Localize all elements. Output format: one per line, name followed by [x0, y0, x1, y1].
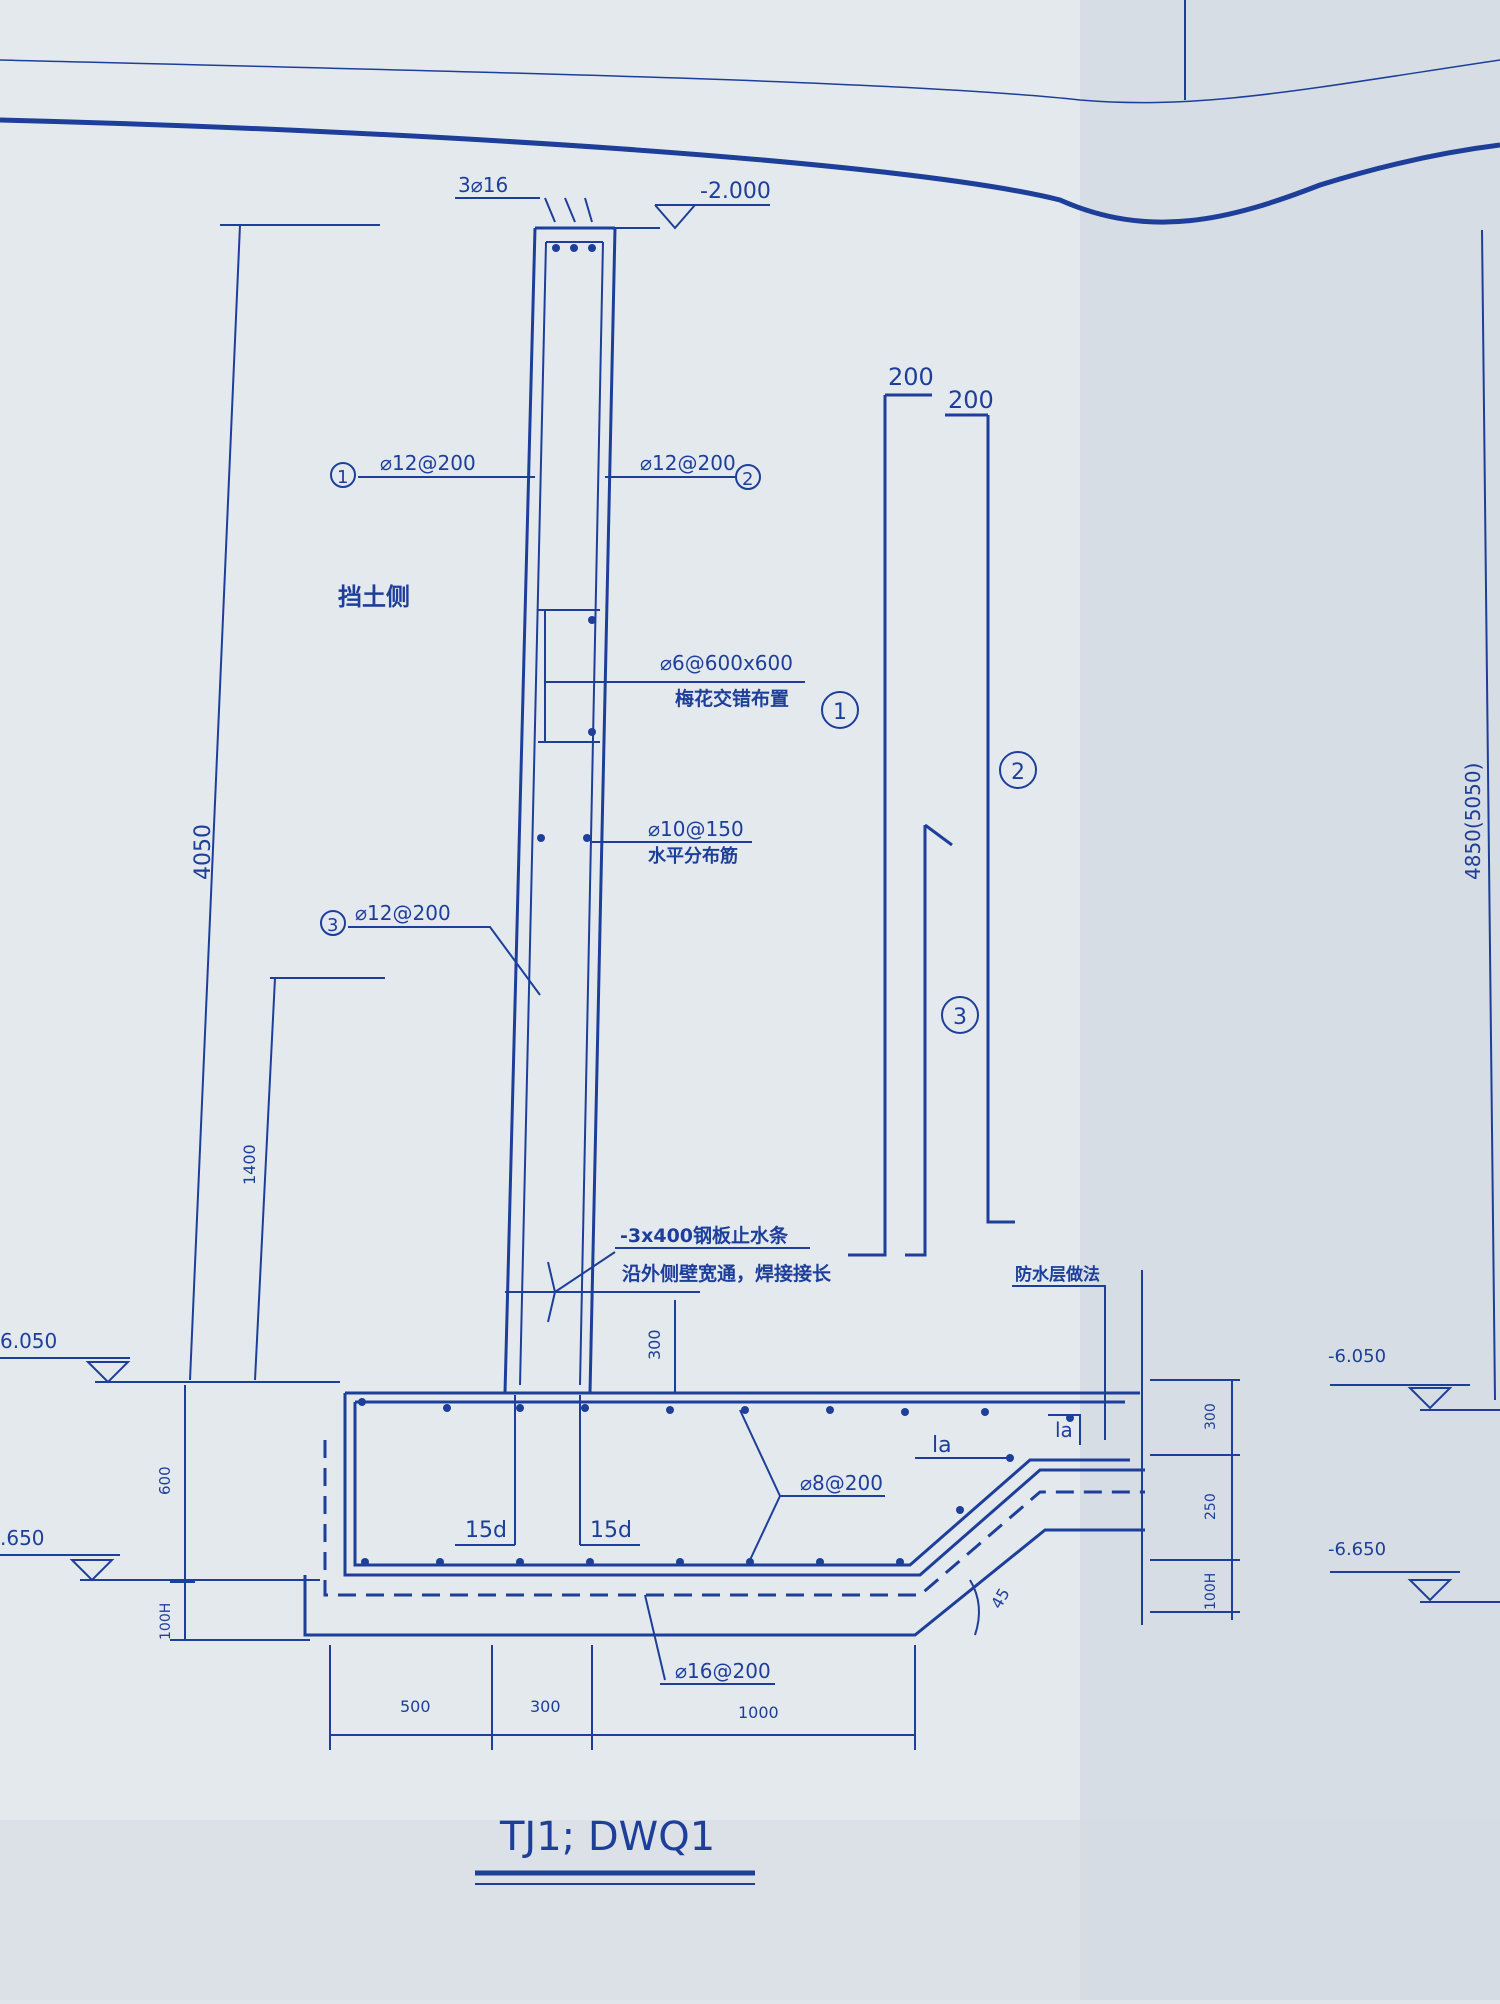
sheet-fold: [0, 117, 1500, 225]
right-edge-dim-line: [1481, 229, 1496, 1401]
sheet-fold-thin: [0, 59, 1500, 104]
bottom-bars-label: ⌀16@200: [675, 1659, 771, 1683]
left-upper-elevation-mark: [0, 1357, 340, 1384]
anchor-15d-left: 15d: [465, 1518, 507, 1543]
tie-marker: 1: [833, 700, 847, 725]
bottom-dimension-line: [329, 1645, 916, 1750]
base-left-dimension: [170, 1385, 310, 1641]
top-elevation-label: -2.000: [700, 179, 771, 204]
shape-marker-2-circle: [999, 751, 1037, 789]
bottom-dim-300: 300: [530, 1697, 561, 1716]
bottom-dim-1000: 1000: [738, 1703, 779, 1722]
waterproof-label: 防水层做法: [1015, 1264, 1100, 1285]
bar-length-200-b: 200: [948, 386, 994, 414]
bottom-dim-500: 500: [400, 1697, 431, 1716]
right-lower-elevation-mark: [1330, 1571, 1500, 1603]
retaining-wall: [503, 226, 617, 1394]
slab-bars-leader: [739, 1409, 885, 1561]
drawing-title: TJ1; DWQ1: [499, 1814, 715, 1860]
top-bars-label: 3⌀16: [458, 173, 508, 197]
shape-marker-3-circle: [941, 996, 979, 1034]
bar2-marker-circle: [735, 464, 761, 490]
waterstop-note-label: 沿外侧壁宽通，焊接接长: [622, 1262, 832, 1285]
horizontal-spec-label: ⌀10@150: [648, 817, 744, 841]
right-dim-100: 100H: [1203, 1573, 1219, 1610]
paper-shadow-right: [1080, 0, 1500, 2000]
shape-marker-2: 2: [1011, 760, 1025, 785]
lower-vertical-text: 1400: [240, 1144, 259, 1185]
slab-bars-label: ⌀8@200: [800, 1471, 883, 1495]
la-left-label: la: [932, 1433, 952, 1458]
right-dim-250: 250: [1203, 1493, 1219, 1520]
bar3-marker-circle: [320, 910, 346, 936]
right-lower-elevation-label: -6.650: [1328, 1539, 1386, 1560]
top-elevation-mark: [545, 204, 770, 230]
right-dim-300: 300: [1203, 1403, 1219, 1430]
tie-spec-label: ⌀6@600x600: [660, 651, 793, 675]
lower-vertical-dimension: [254, 977, 385, 1381]
retaining-side-label: 挡土侧: [338, 583, 410, 611]
bar2-label: ⌀12@200: [640, 451, 736, 475]
bar-length-200-a: 200: [888, 363, 934, 391]
wall-bars-into-slab: [455, 1395, 640, 1546]
wall-height-dimension: [189, 224, 380, 1381]
right-edge-dim-text: 4850(5050): [1461, 763, 1485, 880]
wall-height-text: 4050: [191, 824, 216, 880]
waterstop-spec-label: -3x400钢板止水条: [620, 1224, 789, 1247]
angle-arc: [969, 1579, 980, 1636]
top-bars-ticks: [544, 197, 593, 223]
waterproof-leader: [1012, 1285, 1106, 1440]
right-upper-elevation-label: -6.050: [1328, 1346, 1386, 1367]
tie-note-label: 梅花交错布置: [675, 687, 789, 710]
right-upper-elevation-mark: [1330, 1384, 1500, 1411]
bar3-label: ⌀12@200: [355, 901, 451, 925]
bar1-marker-circle: [330, 462, 356, 488]
bottom-bars-leader-diag: [644, 1594, 666, 1681]
slab-bar-dots: [358, 1398, 1074, 1566]
bar1-marker: 1: [337, 467, 348, 488]
anchor-15d-right: 15d: [590, 1518, 632, 1543]
shape-marker-3: 3: [953, 1005, 967, 1030]
la-right-bracket: [1048, 1414, 1081, 1445]
top-bar-dots: [537, 244, 596, 842]
right-dimension-lines: [1141, 1270, 1240, 1625]
base-slab-outline: [303, 1391, 1145, 1637]
bar3-marker: 3: [327, 915, 338, 936]
bar2-marker: 2: [742, 469, 753, 490]
base-thickness-text: 600: [156, 1466, 174, 1495]
la-right-label: la: [1055, 1418, 1073, 1442]
waterstop-height-text: 300: [645, 1329, 664, 1360]
bar-shape-diagrams: [848, 393, 1015, 1257]
tie-marker-circle: [821, 691, 859, 729]
left-upper-elevation-label: 6.050: [0, 1329, 57, 1353]
cushion-left-text: 100H: [158, 1603, 174, 1640]
paper-shadow-bottom: [0, 1820, 1500, 2000]
bar1-label: ⌀12@200: [380, 451, 476, 475]
left-lower-elevation-label: .650: [0, 1526, 45, 1550]
bar3-leader: [348, 926, 541, 996]
horizontal-note-label: 水平分布筋: [648, 845, 738, 867]
left-lower-elevation-mark: [0, 1554, 320, 1582]
